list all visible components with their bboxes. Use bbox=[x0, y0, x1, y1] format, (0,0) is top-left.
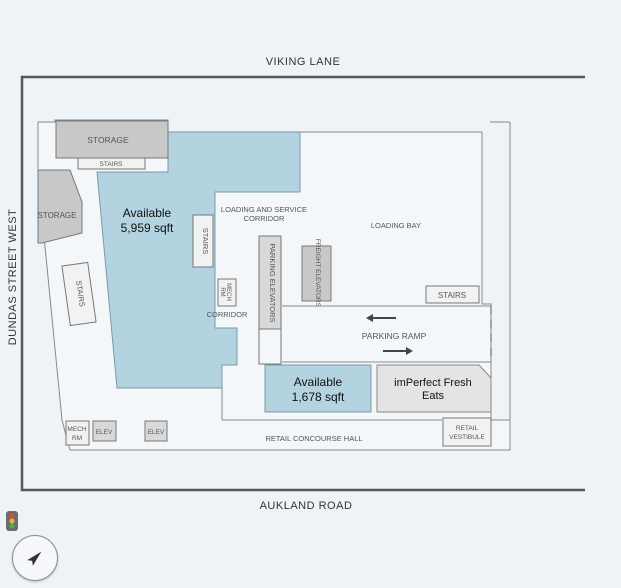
room-storage-top bbox=[55, 120, 169, 159]
room-freight-elevators bbox=[301, 245, 332, 302]
room-stairs-left bbox=[61, 261, 97, 327]
room-retail-vestibule-label-1: RETAIL bbox=[456, 425, 479, 432]
parking-ramp-outline bbox=[282, 305, 491, 363]
room-mech-rm-center-label: MECH bbox=[225, 283, 231, 301]
loading-bay-label: LOADING BAY bbox=[371, 221, 421, 230]
room-mech-rm-bottom-label-1: MECH bbox=[67, 426, 86, 433]
unit-available-small[interactable] bbox=[264, 364, 372, 413]
room-stairs-center-label: STAIRS bbox=[201, 228, 210, 255]
room-parking-elevators-label: PARKING ELEVATORS bbox=[268, 243, 277, 322]
room-stairs-left-label: STAIRS bbox=[74, 280, 87, 308]
loading-corridor-label-1: LOADING AND SERVICE bbox=[221, 205, 307, 214]
room-stairs-top-label: STAIRS bbox=[100, 161, 124, 168]
arrow-right-icon bbox=[383, 347, 413, 355]
compass-button[interactable] bbox=[12, 535, 58, 581]
room-mech-rm-bottom-label-2: RM bbox=[72, 435, 82, 442]
street-label-west: DUNDAS STREET WEST bbox=[7, 209, 19, 346]
unit-small-title: Available bbox=[294, 375, 343, 389]
room-retail-vestibule-label-2: VESTIBULE bbox=[449, 434, 485, 441]
retail-concourse-hall-label: RETAIL CONCOURSE HALL bbox=[265, 434, 362, 443]
unit-tenant-name-2: Eats bbox=[422, 390, 445, 402]
loading-corridor-label-2: CORRIDOR bbox=[244, 214, 285, 223]
unit-tenant-imperfect[interactable] bbox=[376, 364, 492, 413]
room-elev-1-label: ELEV bbox=[96, 429, 113, 436]
traffic-light-icon[interactable] bbox=[5, 510, 19, 532]
room-storage-left-label: STORAGE bbox=[38, 211, 77, 220]
room-mech-rm-bottom bbox=[65, 420, 90, 446]
street-label-south: AUKLAND ROAD bbox=[260, 500, 353, 512]
room-mech-rm-center bbox=[217, 278, 237, 307]
arrow-left-icon bbox=[366, 314, 396, 322]
room-stairs-center bbox=[192, 214, 214, 268]
room-elev-1 bbox=[92, 420, 117, 442]
property-boundary bbox=[20, 75, 585, 492]
corridor-label: CORRIDOR bbox=[207, 310, 248, 319]
room-elev-2 bbox=[144, 420, 168, 442]
room-freight-elevators-label: FREIGHT ELEVATORS bbox=[314, 239, 321, 308]
building-outer-frame bbox=[37, 121, 511, 450]
unit-large-area: 5,959 sqft bbox=[121, 221, 174, 235]
unit-large-title: Available bbox=[123, 206, 172, 220]
parking-ramp-label: PARKING RAMP bbox=[362, 331, 427, 341]
room-stairs-top bbox=[77, 157, 146, 170]
parking-elevator-shaft bbox=[258, 328, 282, 365]
room-retail-vestibule bbox=[442, 417, 492, 447]
room-storage-left bbox=[37, 169, 83, 244]
compass-icon bbox=[27, 551, 42, 566]
unit-small-area: 1,678 sqft bbox=[292, 390, 345, 404]
unit-tenant-name-1: imPerfect Fresh bbox=[394, 377, 472, 389]
room-stairs-right bbox=[425, 285, 480, 304]
street-label-north: VIKING LANE bbox=[266, 56, 341, 68]
room-mech-rm-center-label-2: RM bbox=[219, 287, 225, 296]
room-elev-2-label: ELEV bbox=[148, 429, 165, 436]
room-storage-top-label: STORAGE bbox=[87, 135, 129, 145]
room-stairs-right-label: STAIRS bbox=[438, 291, 466, 300]
